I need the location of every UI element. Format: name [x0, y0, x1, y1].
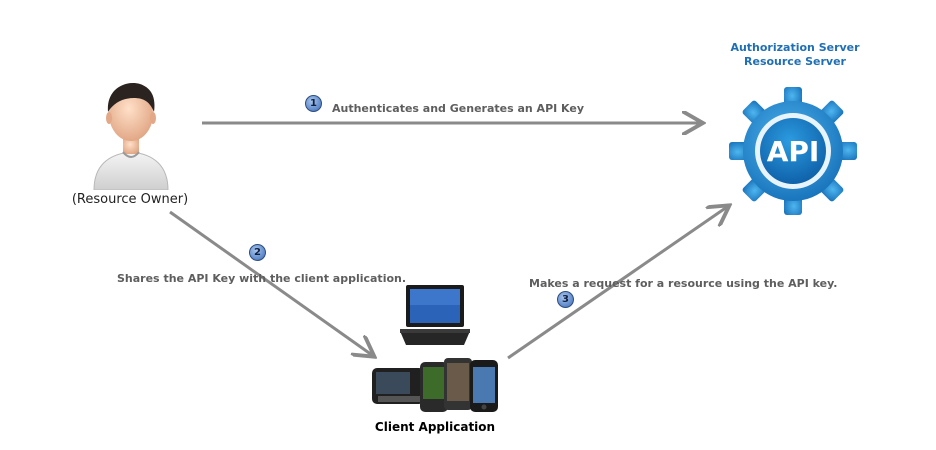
step-2-label: Shares the API Key with the client appli… — [117, 272, 407, 285]
arrow-owner-to-client — [169, 210, 372, 355]
client-application-label: Client Application — [374, 420, 496, 434]
resource-owner-label: (Resource Owner) — [71, 192, 189, 207]
step-1-label: Authenticates and Generates an API Key — [332, 102, 585, 115]
step-3-label: Makes a request for a resource using the… — [529, 277, 838, 290]
server-title-line-2: Resource Server — [744, 55, 846, 68]
laptop-icon — [400, 285, 470, 345]
step-2-badge: 2 — [249, 244, 266, 261]
step-3-badge: 3 — [557, 291, 574, 308]
server-title: Authorization Server Resource Server — [700, 41, 890, 69]
person-icon — [93, 83, 169, 190]
step-1-badge: 1 — [305, 95, 322, 112]
mobile-devices-icon — [372, 358, 498, 412]
server-title-line-1: Authorization Server — [730, 41, 860, 54]
api-gear-label: API — [767, 135, 820, 168]
api-gear-icon: API — [729, 87, 857, 215]
arrow-client-to-server — [507, 207, 727, 360]
